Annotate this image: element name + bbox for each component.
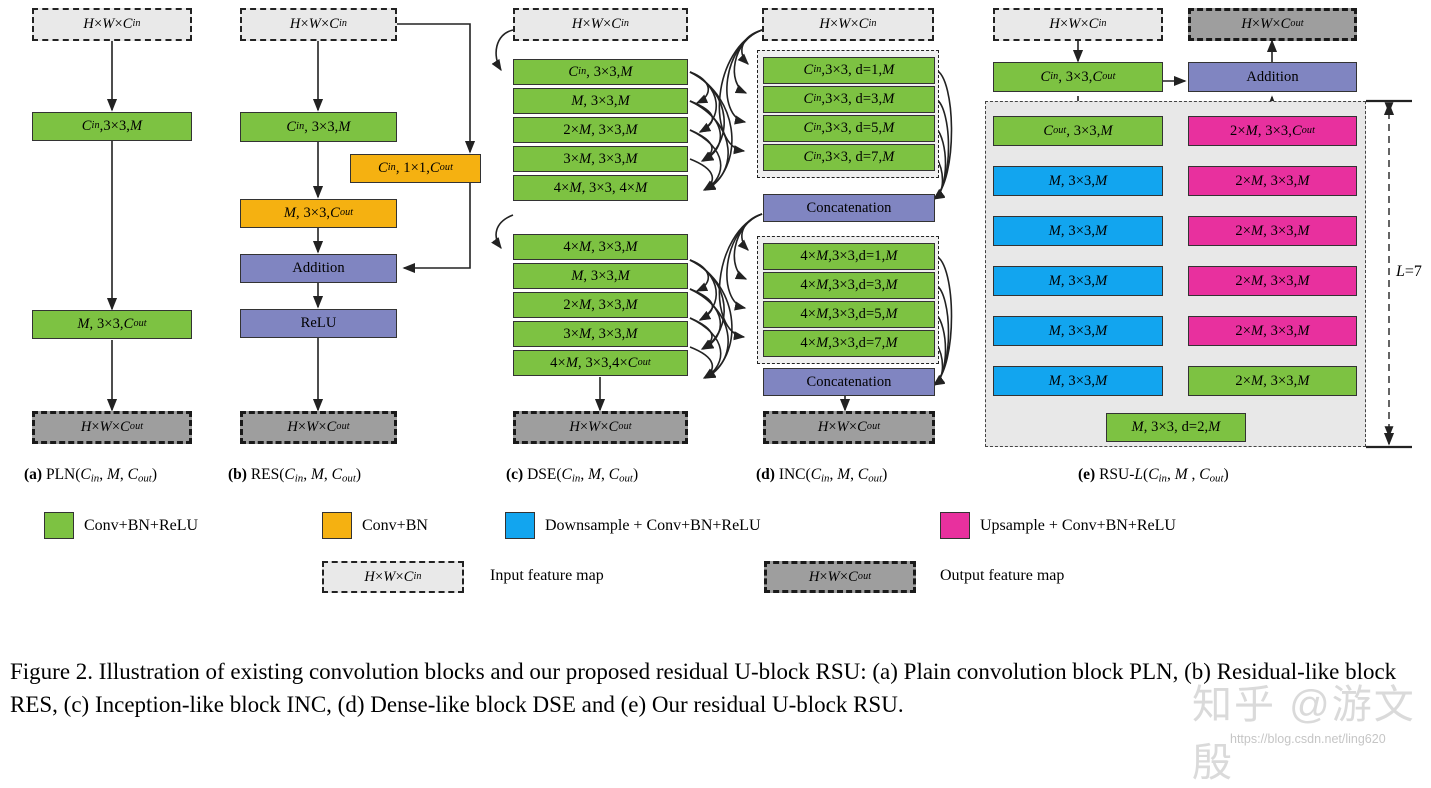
panel-d-g2-block-3[interactable]: 4×M,3×3,d=5, M xyxy=(763,301,935,328)
panel-c-block-5[interactable]: 4×M, 3×3, 4×M xyxy=(513,175,688,201)
panel-a-caption-text: PLN(Cin, M, Cout) xyxy=(45,466,157,485)
legend-label-downsample: Downsample + Conv+BN+ReLU xyxy=(545,517,761,534)
panel-e-encoder-4[interactable]: M, 3×3, M xyxy=(993,266,1163,296)
legend-label-conv-bn-relu: Conv+BN+ReLU xyxy=(84,517,199,534)
legend-swatch-conv-bn-relu xyxy=(44,512,74,539)
panel-c-block-4[interactable]: 3×M, 3×3, M xyxy=(513,146,688,172)
panel-d-caption: (d) INC(Cin, M, Cout) xyxy=(756,466,887,485)
legend-swatch-conv-bn xyxy=(322,512,352,539)
panel-d-concatenation-2[interactable]: Concatenation xyxy=(763,368,935,396)
panel-e-encoder-6[interactable]: M, 3×3, M xyxy=(993,366,1163,396)
panel-b-caption-text: RES(Cin, M, Cout) xyxy=(250,466,361,485)
panel-e-caption: (e) RSU-L(Cin, M , Cout) xyxy=(1078,466,1229,485)
legend-swatch-downsample xyxy=(505,512,535,539)
panel-d-g2-block-2[interactable]: 4×M,3×3,d=3, M xyxy=(763,272,935,299)
panel-e-encoder-2[interactable]: M, 3×3, M xyxy=(993,166,1163,196)
panel-c-block-9[interactable]: 3×M, 3×3, M xyxy=(513,321,688,347)
panel-d-caption-prefix: (d) xyxy=(756,466,775,483)
panel-e-encoder-5[interactable]: M, 3×3, M xyxy=(993,316,1163,346)
panel-e-caption-text: RSU-L(Cin, M , Cout) xyxy=(1099,466,1229,485)
panel-e-encoder-3[interactable]: M, 3×3, M xyxy=(993,216,1163,246)
panel-c-block-2[interactable]: M, 3×3, M xyxy=(513,88,688,114)
legend-label-input-feature-map: Input feature map xyxy=(490,567,604,584)
panel-c-block-7[interactable]: M, 3×3, M xyxy=(513,263,688,289)
panel-e-decoder-5[interactable]: 2×M, 3×3, M xyxy=(1188,316,1357,346)
panel-e-decoder-3[interactable]: 2×M, 3×3, M xyxy=(1188,216,1357,246)
panel-e-decoder-2[interactable]: 2×M, 3×3, M xyxy=(1188,166,1357,196)
panel-d-g2-block-1[interactable]: 4×M,3×3,d=1, M xyxy=(763,243,935,270)
panel-d-caption-text: INC(Cin, M, Cout) xyxy=(778,466,888,485)
panel-a-caption-prefix: (a) xyxy=(24,466,43,483)
panel-e-depth-label: L=7 xyxy=(1396,263,1422,280)
legend-label-output-feature-map: Output feature map xyxy=(940,567,1065,584)
panel-e-bottleneck-dilated-conv[interactable]: M, 3×3, d=2, M xyxy=(1106,413,1246,442)
panel-c-block-3[interactable]: 2×M, 3×3, M xyxy=(513,117,688,143)
connector-layer xyxy=(106,23,1412,449)
panel-c-caption: (c) DSE(Cin, M, Cout) xyxy=(506,466,638,485)
legend-swatch-upsample xyxy=(940,512,970,539)
panel-b-caption: (b) RES(Cin, M, Cout) xyxy=(228,466,361,485)
legend-label-upsample: Upsample + Conv+BN+ReLU xyxy=(980,517,1176,534)
panel-b-caption-prefix: (b) xyxy=(228,466,247,483)
panel-e-decoder-6[interactable]: 2×M, 3×3, M xyxy=(1188,366,1357,396)
panel-c-block-8[interactable]: 2×M, 3×3, M xyxy=(513,292,688,318)
panel-e-addition[interactable]: Addition xyxy=(1188,62,1357,92)
panel-c-caption-text: DSE(Cin, M, Cout) xyxy=(527,466,639,485)
panel-b-relu[interactable]: ReLU xyxy=(240,309,397,338)
panel-b-addition[interactable]: Addition xyxy=(240,254,397,283)
panel-a-caption: (a) PLN(Cin, M, Cout) xyxy=(24,466,157,485)
panel-d-concatenation-1[interactable]: Concatenation xyxy=(763,194,935,222)
panel-d-g2-block-4[interactable]: 4×M,3×3,d=7, M xyxy=(763,330,935,357)
figure-caption: Figure 2. Illustration of existing convo… xyxy=(10,659,1397,718)
legend-label-conv-bn: Conv+BN xyxy=(362,517,428,534)
panel-c-caption-prefix: (c) xyxy=(506,466,524,483)
panel-e-caption-prefix: (e) xyxy=(1078,466,1096,483)
panel-c-block-6[interactable]: 4×M, 3×3, M xyxy=(513,234,688,260)
panel-e-decoder-4[interactable]: 2×M, 3×3, M xyxy=(1188,266,1357,296)
